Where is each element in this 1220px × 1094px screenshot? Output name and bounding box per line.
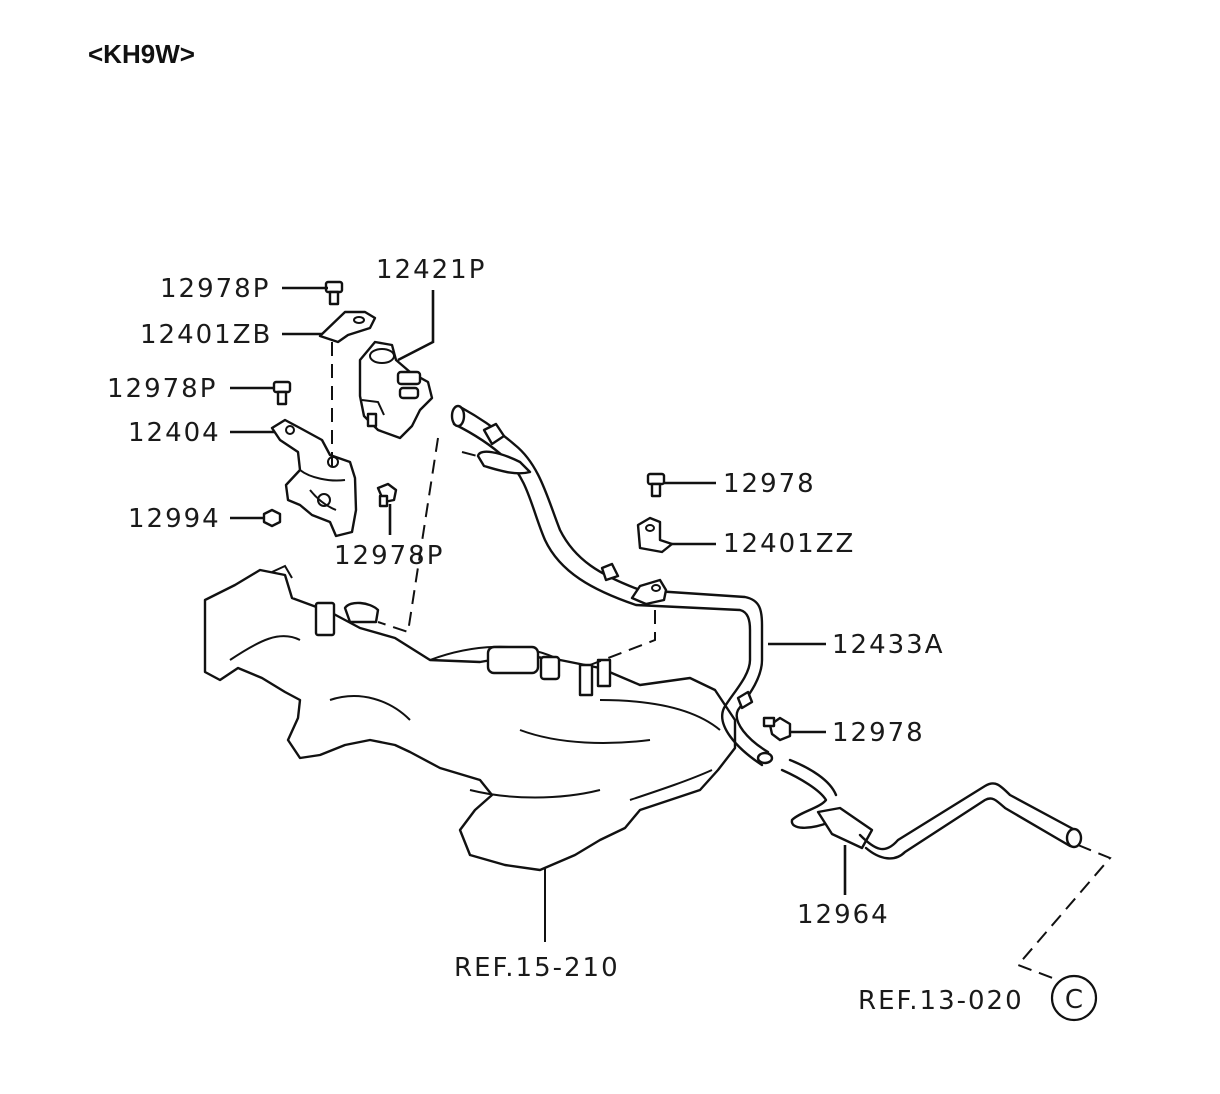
engine-block-outline bbox=[203, 564, 737, 872]
label-12401ZB: 12401ZB bbox=[140, 320, 272, 350]
label-12978P-left: 12978P bbox=[107, 374, 217, 404]
bolt-12978-lower bbox=[762, 716, 792, 742]
bolt-12978P-bottom bbox=[376, 482, 398, 508]
label-12994: 12994 bbox=[128, 504, 221, 534]
label-ref-13-020: REF.13-020 bbox=[858, 986, 1024, 1016]
hose-12964 bbox=[780, 758, 1083, 860]
pipe-12433A bbox=[450, 404, 774, 767]
dashed-line-valve bbox=[377, 437, 439, 634]
dashed-line-pipe-clamp bbox=[589, 610, 656, 666]
label-12964: 12964 bbox=[797, 900, 890, 930]
bracket-12404 bbox=[270, 418, 358, 538]
label-12421P: 12421P bbox=[376, 255, 486, 285]
connector-circle-c: C bbox=[1050, 974, 1098, 1022]
dashed-line-ref-13-020 bbox=[1016, 844, 1112, 981]
diagram-title: <KH9W> bbox=[88, 39, 195, 69]
label-12978-lower: 12978 bbox=[832, 718, 925, 748]
label-12978P-bottom: 12978P bbox=[334, 541, 444, 571]
bracket-12401ZZ bbox=[636, 516, 674, 554]
bracket-12401ZB bbox=[318, 310, 377, 344]
label-12401ZZ: 12401ZZ bbox=[723, 529, 855, 559]
bolt-12978P-top bbox=[324, 280, 344, 306]
label-ref-15-210: REF.15-210 bbox=[454, 953, 620, 983]
leader-12421P bbox=[397, 290, 435, 362]
bolt-12978P-left bbox=[272, 380, 292, 406]
label-12404: 12404 bbox=[128, 418, 221, 448]
bolt-12978-top bbox=[646, 472, 666, 498]
nut-12994 bbox=[262, 508, 282, 528]
label-12433A: 12433A bbox=[832, 630, 945, 660]
connector-letter: C bbox=[1065, 985, 1083, 1015]
label-12978P-top: 12978P bbox=[160, 274, 270, 304]
valve-12421P bbox=[358, 340, 434, 440]
label-12978-top: 12978 bbox=[723, 469, 816, 499]
